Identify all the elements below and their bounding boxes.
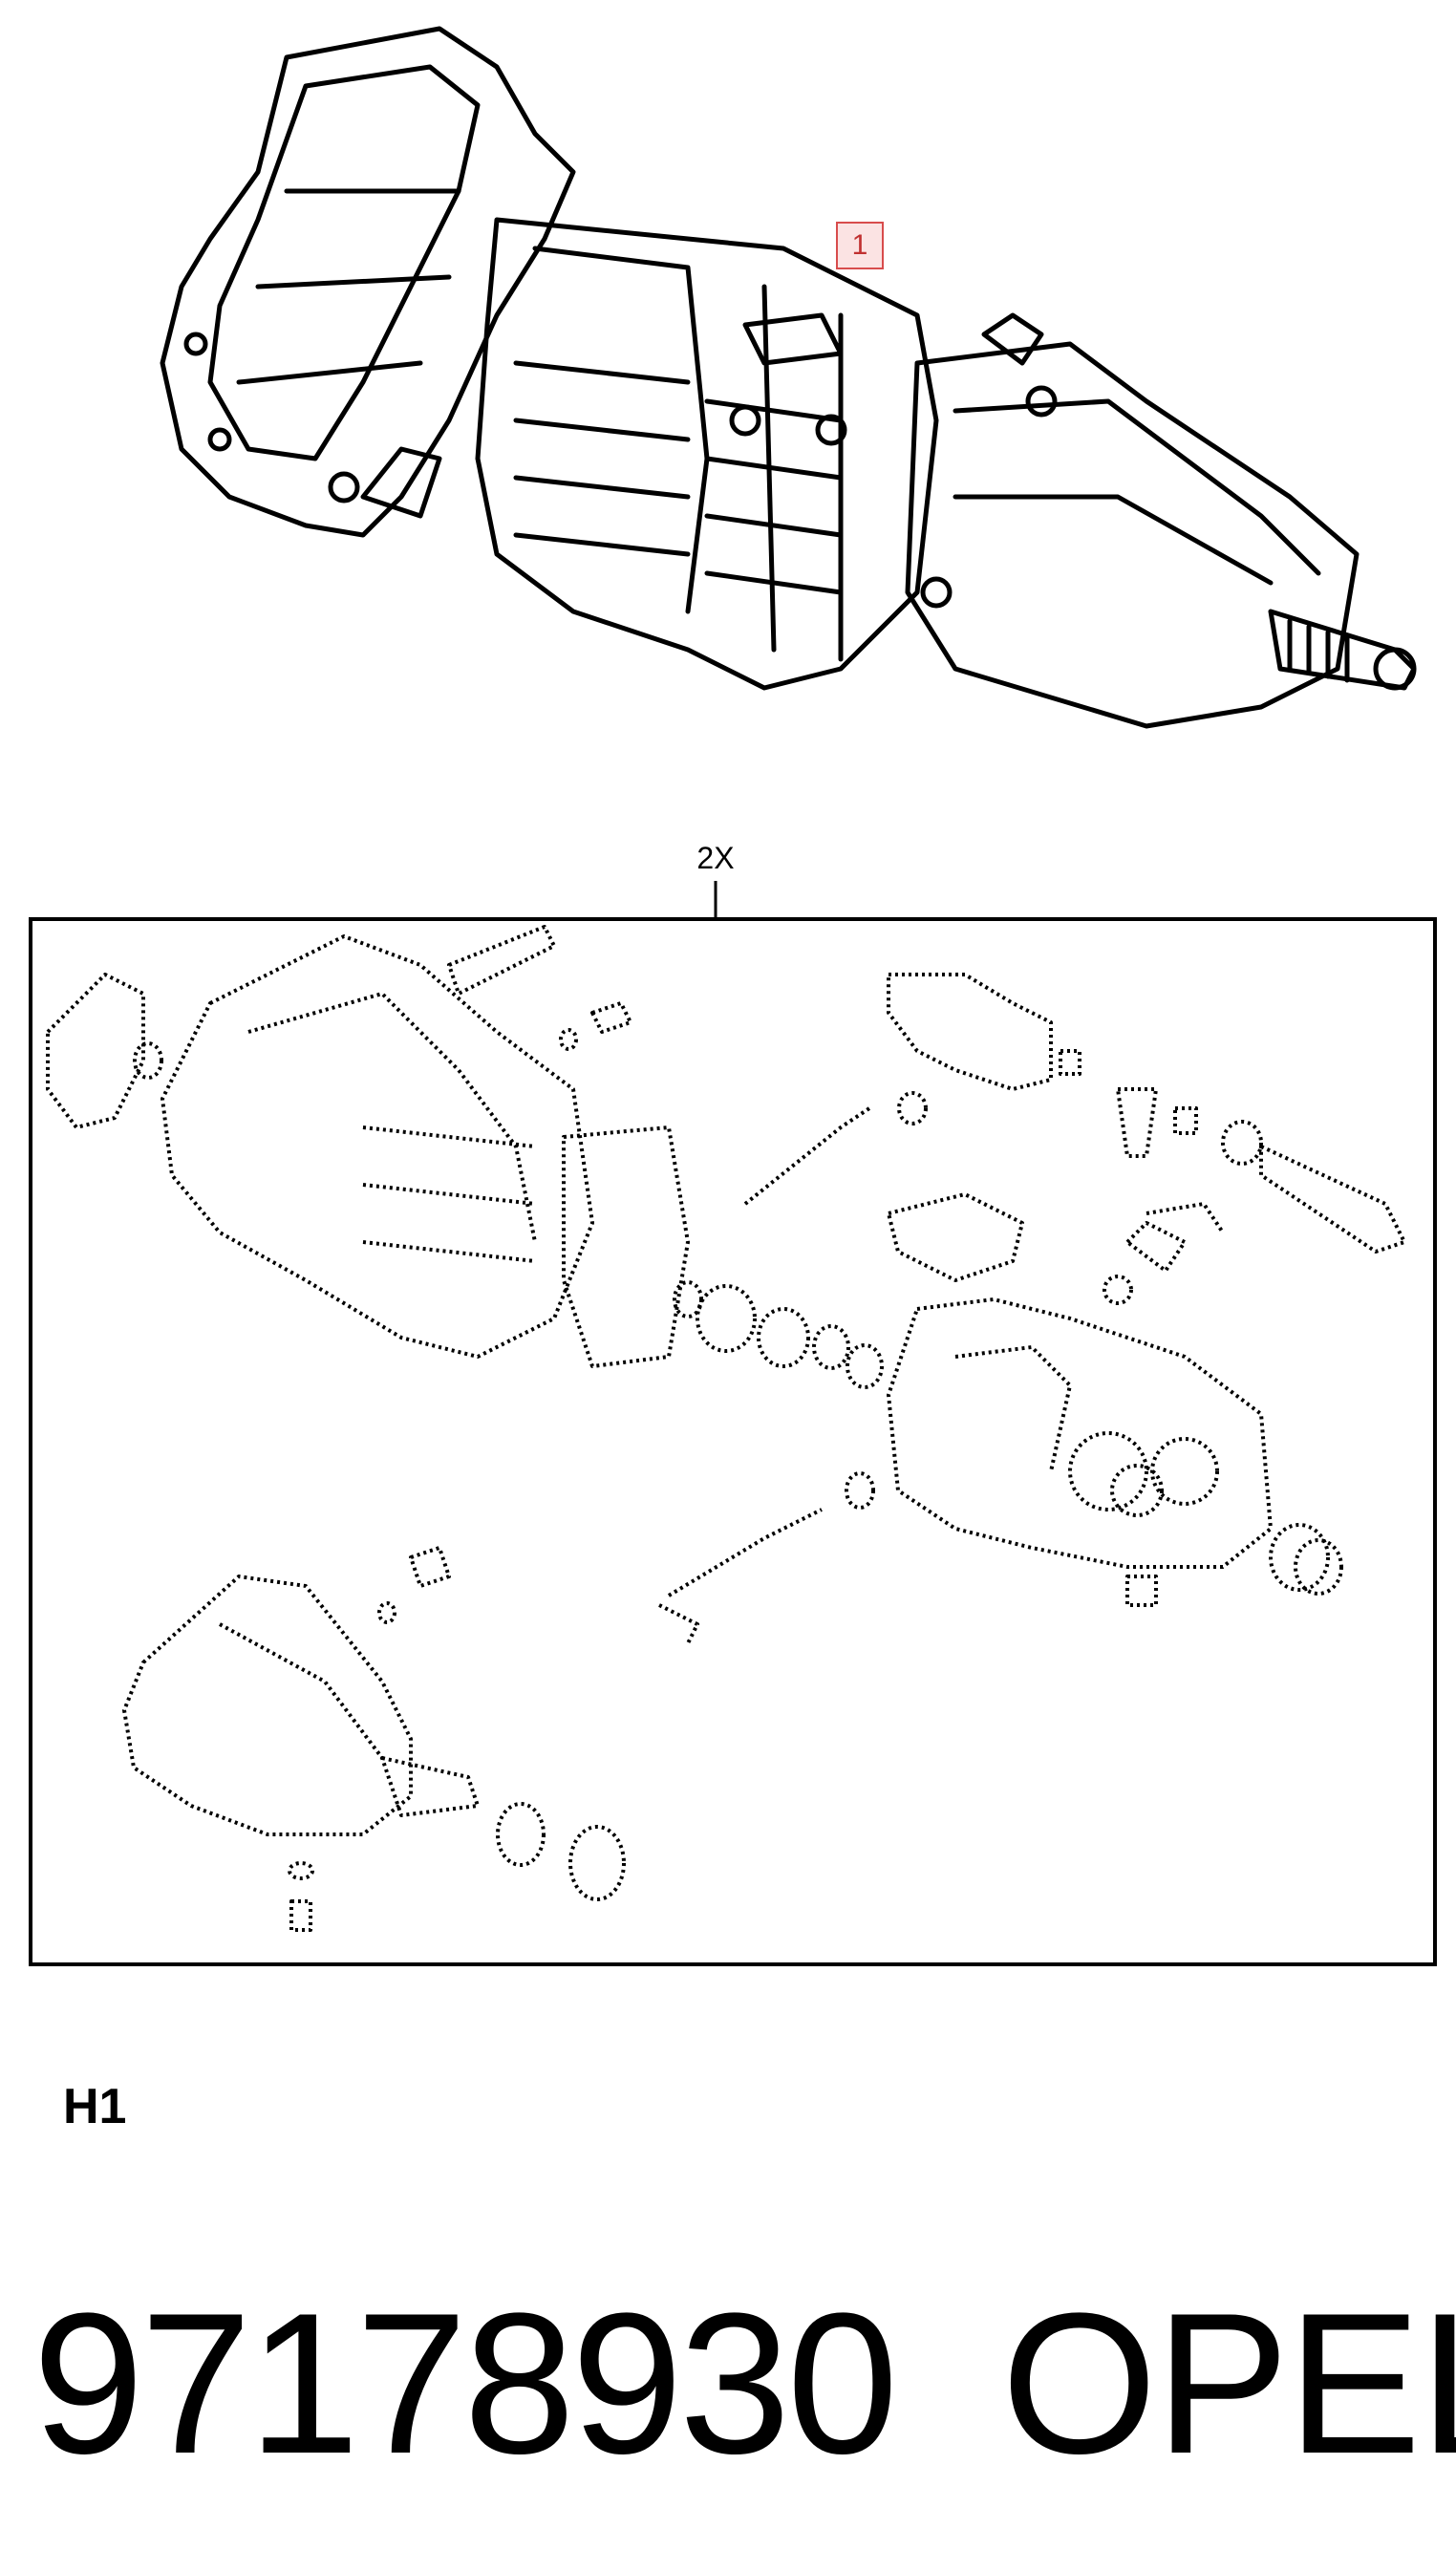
exploded-parts-diagram bbox=[29, 881, 1437, 1966]
part-number: 97178930 bbox=[32, 2271, 898, 2496]
brand-name: OPEL bbox=[1001, 2271, 1456, 2496]
callout-2x: 2X bbox=[696, 841, 735, 875]
callout-1: 1 bbox=[836, 222, 884, 269]
transmission-assembly-illustration bbox=[160, 26, 1417, 729]
parts-frame bbox=[29, 917, 1437, 1966]
section-label: H1 bbox=[63, 2079, 127, 2134]
